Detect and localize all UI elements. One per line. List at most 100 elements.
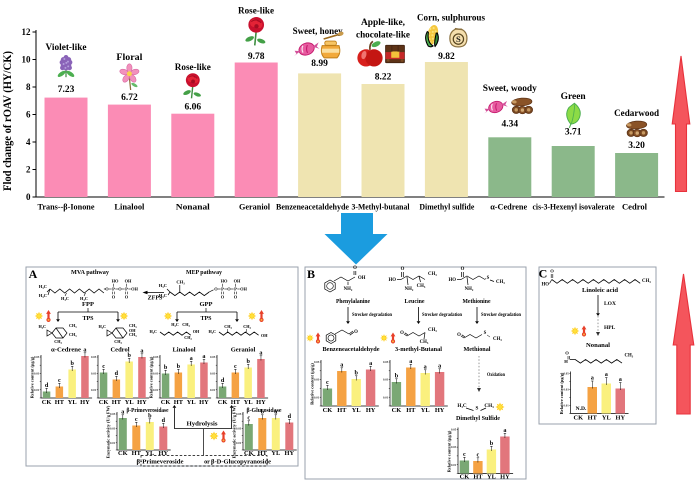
svg-text:9.78: 9.78	[248, 52, 265, 62]
svg-text:8: 8	[26, 82, 31, 92]
svg-text:HY: HY	[435, 407, 445, 414]
svg-text:O: O	[125, 294, 129, 299]
svg-text:Rose-like: Rose-like	[175, 62, 211, 72]
svg-text:Phenylalanine: Phenylalanine	[336, 298, 370, 305]
svg-text:0.01: 0.01	[34, 388, 40, 392]
svg-text:HY: HY	[366, 407, 376, 414]
svg-text:b: b	[490, 440, 494, 447]
svg-text:CH₃: CH₃	[176, 280, 185, 285]
svg-text:CH₃: CH₃	[69, 323, 77, 328]
svg-text:O: O	[234, 294, 238, 299]
svg-text:HT: HT	[55, 399, 65, 406]
svg-text:Sweet, honey: Sweet, honey	[293, 26, 343, 36]
svg-text:0.01: 0.01	[383, 395, 389, 399]
svg-text:H₃C: H₃C	[39, 293, 47, 298]
svg-text:Floral: Floral	[116, 52, 142, 62]
svg-text:O: O	[401, 267, 405, 272]
svg-text:O: O	[353, 266, 357, 271]
svg-text:0.03: 0.03	[236, 427, 242, 431]
svg-text:HY: HY	[80, 399, 90, 406]
svg-text:Relative content (μg/g): Relative content (μg/g)	[30, 356, 35, 398]
svg-text:0.01: 0.01	[451, 463, 457, 467]
svg-text:H₃C: H₃C	[61, 296, 69, 301]
svg-text:Enzymatic activity (U/g FW): Enzymatic activity (U/g FW)	[232, 405, 237, 458]
svg-text:β-Primeveroside: β-Primeveroside	[137, 459, 184, 466]
svg-text:Hydrolysis: Hydrolysis	[187, 421, 218, 428]
svg-text:H₃C: H₃C	[159, 283, 167, 288]
svg-text:CK: CK	[323, 407, 333, 414]
svg-text:C: C	[539, 267, 548, 281]
svg-text:CK: CK	[392, 407, 402, 414]
svg-text:0.03: 0.03	[451, 445, 457, 449]
svg-text:HPL: HPL	[604, 325, 616, 331]
svg-text:OH: OH	[131, 287, 138, 292]
svg-text:CK: CK	[460, 474, 470, 481]
svg-text:O: O	[227, 287, 231, 292]
svg-text:a: a	[121, 408, 124, 415]
svg-text:Trans--β-Ionone: Trans--β-Ionone	[38, 202, 95, 212]
svg-text:c: c	[234, 363, 237, 370]
svg-text:0.03: 0.03	[383, 378, 389, 382]
svg-text:OH: OH	[358, 276, 366, 281]
svg-text:Strecker degradation: Strecker degradation	[422, 313, 462, 318]
svg-text:Cedrol: Cedrol	[622, 202, 648, 212]
svg-text:P: P	[234, 287, 237, 292]
svg-text:YL: YL	[271, 450, 280, 457]
svg-text:0.03: 0.03	[110, 427, 116, 431]
svg-text:CH₃: CH₃	[493, 337, 502, 342]
svg-text:0.05: 0.05	[110, 412, 116, 416]
svg-text:H₃C: H₃C	[39, 284, 47, 289]
svg-text:CH₃: CH₃	[182, 322, 190, 327]
svg-text:8.22: 8.22	[375, 73, 392, 83]
svg-text:d: d	[162, 417, 166, 424]
svg-text:Leucine: Leucine	[405, 298, 425, 305]
svg-text:3-Methyl-butanal: 3-Methyl-butanal	[352, 202, 411, 212]
svg-text:S: S	[484, 331, 487, 336]
svg-text:CH₃: CH₃	[69, 332, 77, 337]
svg-text:YL: YL	[244, 399, 253, 406]
svg-text:9.82: 9.82	[438, 52, 455, 62]
svg-text:b: b	[70, 360, 74, 367]
svg-text:0.05: 0.05	[236, 412, 242, 416]
svg-text:Green: Green	[561, 91, 586, 101]
svg-text:H₃C: H₃C	[171, 322, 179, 327]
svg-text:Nonanal: Nonanal	[586, 342, 610, 349]
svg-text:4.34: 4.34	[501, 120, 518, 130]
svg-text:a: a	[424, 363, 427, 370]
svg-text:2: 2	[26, 165, 31, 175]
svg-text:HY: HY	[199, 399, 209, 406]
svg-text:CH₃: CH₃	[129, 323, 137, 328]
svg-text:a: a	[619, 376, 622, 383]
svg-text:Benzeneacetaldehyde: Benzeneacetaldehyde	[276, 202, 349, 212]
svg-text:3-methyl-Butanal: 3-methyl-Butanal	[395, 346, 442, 353]
svg-text:Violet-like: Violet-like	[46, 42, 87, 52]
svg-text:HT: HT	[337, 407, 347, 414]
svg-text:0.03: 0.03	[153, 372, 159, 376]
svg-text:0.01: 0.01	[314, 395, 320, 399]
svg-text:CH₃: CH₃	[224, 324, 232, 329]
svg-text:a: a	[438, 362, 441, 369]
svg-text:N.D.: N.D.	[576, 406, 587, 412]
svg-text:12: 12	[22, 27, 32, 37]
svg-text:HY: HY	[285, 450, 295, 457]
svg-text:H₃C: H₃C	[149, 329, 157, 334]
svg-text:O: O	[457, 333, 461, 338]
svg-text:β-Glucosidase: β-Glucosidase	[247, 407, 282, 414]
svg-text:3.20: 3.20	[628, 141, 645, 151]
svg-text:Apple-like,: Apple-like,	[361, 17, 405, 27]
svg-text:b: b	[177, 363, 181, 370]
svg-text:α-Cedrene: α-Cedrene	[51, 347, 81, 354]
svg-text:c: c	[477, 451, 480, 458]
svg-text:HT: HT	[406, 407, 416, 414]
svg-text:OH: OH	[240, 287, 247, 292]
svg-text:0.01: 0.01	[236, 441, 242, 445]
svg-text:HT: HT	[112, 399, 122, 406]
svg-text:O: O	[118, 287, 122, 292]
svg-text:d: d	[45, 382, 49, 389]
svg-text:O: O	[354, 330, 358, 335]
svg-text:a: a	[605, 371, 608, 378]
svg-text:0.05: 0.05	[210, 355, 216, 359]
svg-text:CK: CK	[244, 450, 254, 457]
svg-text:b: b	[246, 358, 250, 365]
svg-text:Corn, sulphurous: Corn, sulphurous	[417, 13, 485, 23]
